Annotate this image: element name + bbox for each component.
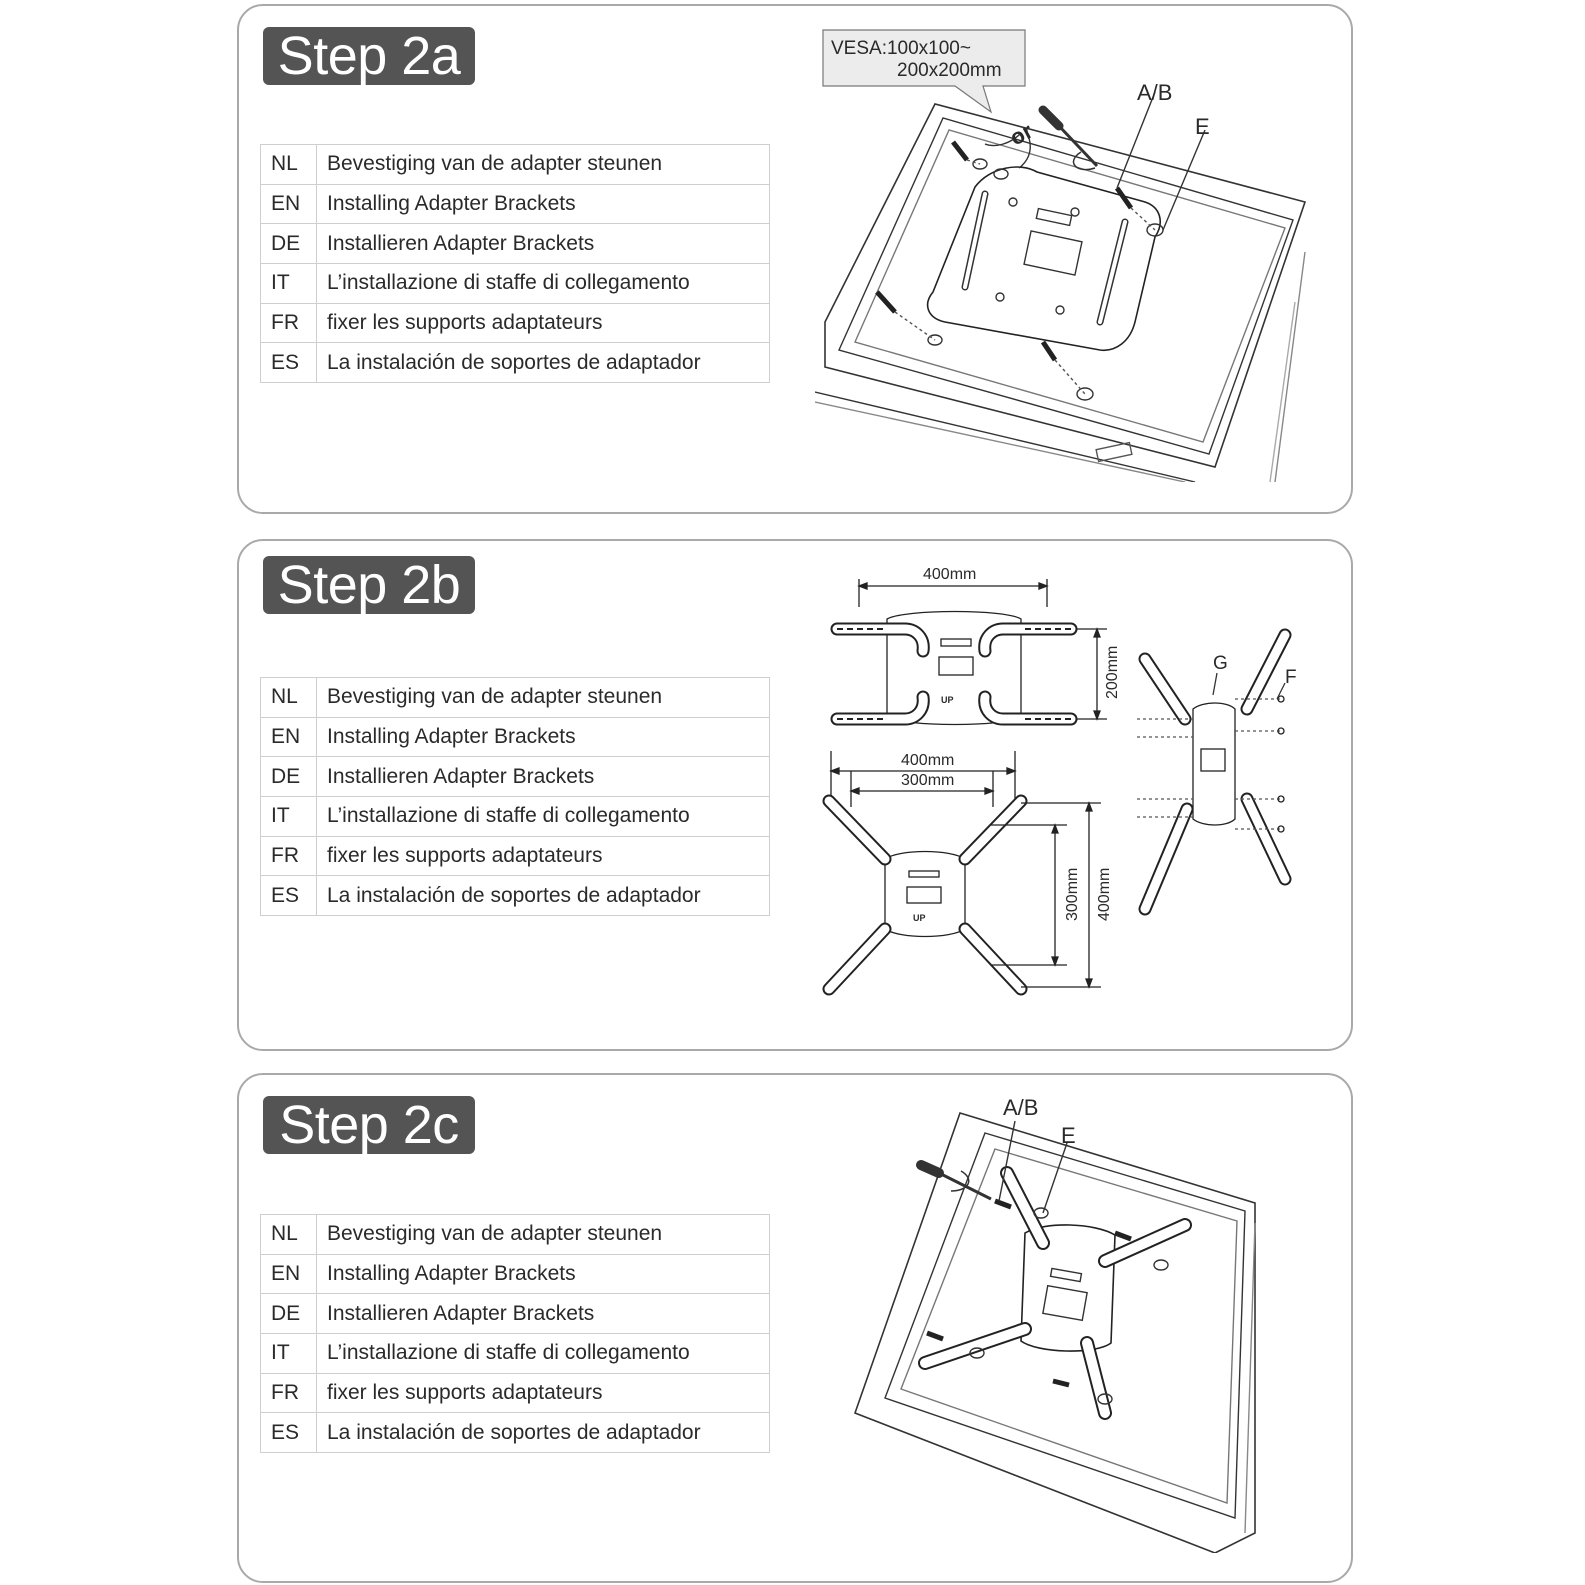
lang-code: EN	[260, 716, 317, 758]
or-label: or	[1006, 118, 1038, 151]
lang-code: IT	[260, 1333, 317, 1374]
lang-code: EN	[260, 183, 317, 225]
tv-back-vesa-illustration: VESA:100x100~ 200x200mm or A/B E	[815, 29, 1307, 482]
label-e: E	[1061, 1123, 1076, 1148]
lang-code: NL	[260, 1214, 317, 1255]
up-label: UP	[913, 913, 926, 923]
instruction-text: Installing Adapter Brackets	[316, 716, 770, 758]
instruction-text: L’installazione di staffe di collegament…	[316, 263, 770, 304]
dim-bottom-outer-height: 400mm	[1096, 868, 1113, 921]
instruction-text: Installieren Adapter Brackets	[316, 223, 770, 265]
lang-code: ES	[260, 875, 317, 917]
lang-code: FR	[260, 1372, 317, 1414]
instruction-text: Installieren Adapter Brackets	[316, 1293, 770, 1335]
instruction-text: La instalación de soportes de adaptador	[316, 1412, 770, 1454]
instruction-text: L’installazione di staffe di collegament…	[316, 796, 770, 837]
dim-bottom-outer-width: 400mm	[901, 752, 954, 769]
instruction-text: Bevestiging van de adapter steunen	[316, 677, 770, 718]
bracket-dimensions-diagram: 400mm 200mm 400mm 300mm 300mm 400mm G F …	[822, 566, 1297, 996]
step-title: Step 2b	[263, 556, 475, 614]
label-e: E	[1195, 114, 1210, 139]
instruction-text: Installing Adapter Brackets	[316, 183, 770, 225]
dim-top-width: 400mm	[923, 566, 976, 583]
step-title: Step 2a	[263, 27, 475, 85]
instruction-text: La instalación de soportes de adaptador	[316, 342, 770, 384]
instruction-text: Installieren Adapter Brackets	[316, 756, 770, 798]
label-g: G	[1213, 653, 1228, 674]
dim-top-height: 200mm	[1104, 646, 1121, 699]
lang-code: IT	[260, 263, 317, 304]
label-ab: A/B	[1003, 1095, 1038, 1120]
instruction-text: La instalación de soportes de adaptador	[316, 875, 770, 917]
vesa-label-line2: 200x200mm	[897, 60, 1002, 81]
step-title: Step 2c	[263, 1096, 475, 1154]
lang-code: NL	[260, 144, 317, 185]
tv-back-bracket-mounted-illustration: A/B E	[853, 1095, 1256, 1553]
lang-code: IT	[260, 796, 317, 837]
label-ab: A/B	[1137, 80, 1172, 105]
instruction-text: fixer les supports adaptateurs	[316, 302, 770, 344]
lang-code: DE	[260, 1293, 317, 1335]
instruction-text: fixer les supports adaptateurs	[316, 1372, 770, 1414]
lang-code: ES	[260, 1412, 317, 1454]
lang-code: FR	[260, 302, 317, 344]
lang-code: DE	[260, 756, 317, 798]
instruction-text: Bevestiging van de adapter steunen	[316, 1214, 770, 1255]
vesa-label-line1: VESA:100x100~	[831, 38, 971, 59]
dim-bottom-inner-height: 300mm	[1064, 868, 1081, 921]
up-label: UP	[941, 695, 954, 705]
lang-code: DE	[260, 223, 317, 265]
instruction-text: L’installazione di staffe di collegament…	[316, 1333, 770, 1374]
dim-bottom-inner-width: 300mm	[901, 772, 954, 789]
lang-code: EN	[260, 1253, 317, 1295]
instruction-text: Installing Adapter Brackets	[316, 1253, 770, 1295]
label-f: F	[1285, 667, 1297, 688]
lang-code: ES	[260, 342, 317, 384]
lang-code: FR	[260, 835, 317, 877]
instruction-text: fixer les supports adaptateurs	[316, 835, 770, 877]
lang-code: NL	[260, 677, 317, 718]
instruction-text: Bevestiging van de adapter steunen	[316, 144, 770, 185]
